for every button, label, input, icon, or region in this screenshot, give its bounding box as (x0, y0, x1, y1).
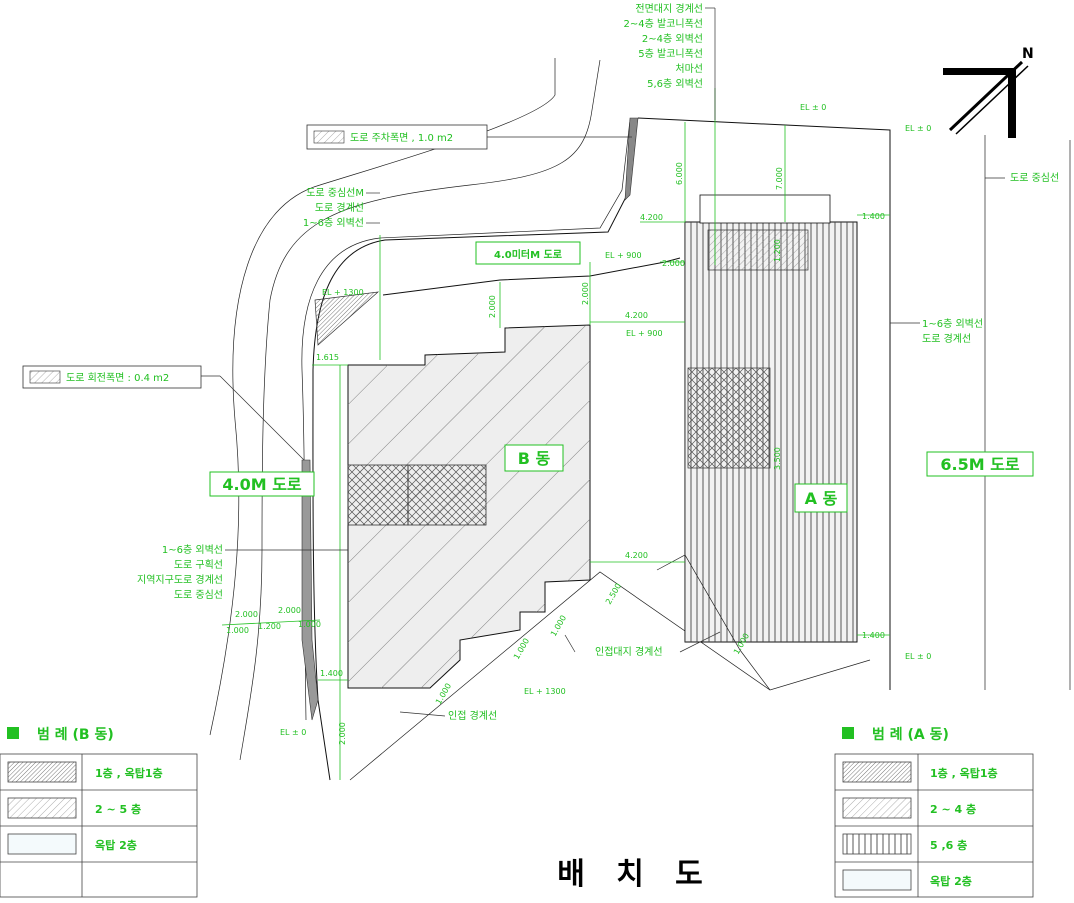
dim-text-11: 1.400 (320, 669, 343, 678)
road-area-callout-left: 도로 회전폭면 : 0.4 m2 (22, 365, 202, 389)
dim-text-10: 1.615 (316, 353, 339, 362)
dim-text-24: 1.000 (434, 682, 453, 706)
building-a-label: A 동 (805, 489, 838, 508)
dim-text-7: 1.000 (226, 626, 249, 635)
building-a (656, 194, 858, 691)
road-shaded-strip-top (624, 117, 639, 201)
road-4m-label: 4.0M 도로 (222, 475, 302, 494)
legend-b-row-2: 2 ~ 5 층 (95, 802, 141, 816)
north-label: N (1022, 46, 1034, 62)
upper-left-label-3: 1~6층 외벽선 (303, 217, 364, 229)
legend-b: 범 례 (B 동) 1층 , 옥탑1층 2 ~ 5 층 옥탑 2층 (0, 727, 198, 898)
upper-left-label-1: 도로 중심선M (306, 187, 364, 199)
legend-a-marker-icon (842, 727, 854, 739)
dim-text-8: 1.200 (258, 622, 281, 631)
legend-a-title: 범 례 (A 동) (872, 727, 949, 743)
left-label-1: 1~6층 외벽선 (162, 544, 223, 556)
dim-text-17: 7.000 (775, 167, 784, 190)
dim-text-2: 4.200 (625, 311, 648, 320)
road-area-callout-top-text: 도로 주차폭면 , 1.0 m2 (350, 132, 453, 144)
level-markers: EL ± 0 EL ± 0 EL + 900 EL + 900 EL + 130… (280, 103, 931, 737)
legend-b-row-1: 1층 , 옥탑1층 (95, 766, 163, 780)
building-b-label: B 동 (518, 449, 551, 468)
dim-text-15: 2.000 (488, 295, 497, 318)
right-labels: 도로 중심선 1~6층 외벽선 도로 경계선 (922, 172, 1059, 345)
dim-text-9: 1.000 (298, 620, 321, 629)
dim-text-23: 1.000 (512, 637, 531, 661)
dim-text-12: 1.400 (862, 631, 885, 640)
road-6-5m-label: 6.5M 도로 (940, 455, 1020, 474)
level-marker-5: EL + 1300 (322, 288, 364, 297)
left-labels: 1~6층 외벽선 도로 구획선 지역지구도로 경계선 도로 중심선 (137, 544, 223, 601)
dim-text-13: 2.000 (662, 259, 685, 268)
dim-text-19: 3.500 (773, 447, 782, 470)
top-label-stack: 전면대지 경계선 2~4층 발코니폭선 2~4층 외벽선 5층 발코니폭선 처마… (624, 2, 703, 90)
road-area-callout-top: 도로 주차폭면 , 1.0 m2 (306, 124, 488, 150)
legend-b-marker-icon (7, 727, 19, 739)
level-marker-3: EL + 900 (605, 251, 642, 260)
top-label-1: 전면대지 경계선 (635, 2, 703, 15)
drawing-title: 배 치 도 (557, 857, 702, 892)
level-marker-2: EL ± 0 (905, 124, 931, 133)
level-marker-1: EL ± 0 (800, 103, 826, 112)
dimension-texts: 1.400 4.200 4.200 4.200 2.000 2.000 1.00… (226, 162, 885, 745)
legend-a-row-3: 5 ,6 층 (930, 838, 967, 852)
dim-text-21: 2.500 (604, 582, 623, 606)
road-corner-cut (314, 291, 380, 346)
dim-text-3: 4.200 (625, 551, 648, 560)
level-marker-4: EL + 900 (626, 329, 663, 338)
dim-text-14: 6.000 (675, 162, 684, 185)
road-6-5m-label-box: 6.5M 도로 (926, 451, 1034, 477)
dim-text-16: 2.000 (581, 282, 590, 305)
legend-b-title: 범 례 (B 동) (37, 727, 114, 743)
right-label-3: 도로 경계선 (922, 332, 971, 345)
right-label-2: 1~6층 외벽선 (922, 318, 983, 330)
road-4m-top-label: 4.0미터M 도로 (494, 248, 562, 261)
level-marker-6: EL + 1300 (524, 687, 566, 696)
top-label-5: 처마선 (675, 63, 703, 75)
level-marker-7: EL ± 0 (280, 728, 306, 737)
building-b (347, 324, 591, 689)
legend-b-row-3: 옥탑 2층 (95, 838, 137, 852)
dim-text-20: 1.200 (773, 239, 782, 262)
leader-lines (200, 7, 1005, 717)
building-b-label-box: B 동 (504, 444, 564, 472)
upper-left-label-2: 도로 경계선 (315, 201, 364, 214)
road-4m-label-box: 4.0M 도로 (209, 471, 315, 497)
legend-a-row-4: 옥탑 2층 (930, 874, 972, 888)
top-label-4: 5층 발코니폭선 (638, 48, 703, 60)
upper-left-labels: 도로 중심선M 도로 경계선 1~6층 외벽선 (303, 187, 364, 229)
site-boundary-label: 인접대지 경계선 (595, 645, 663, 658)
dim-text-5: 2.000 (235, 610, 258, 619)
legend-a: 범 례 (A 동) 1층 , 옥탑1층 2 ~ 4 층 5 ,6 층 옥탑 2층 (834, 727, 1034, 898)
dim-text-4: 4.200 (640, 213, 663, 222)
left-label-4: 도로 중심선 (174, 589, 223, 601)
left-label-3: 지역지구도로 경계선 (137, 573, 223, 586)
legend-a-row-1: 1층 , 옥탑1층 (930, 766, 998, 780)
level-marker-8: EL ± 0 (905, 652, 931, 661)
road-4m-top-label-box: 4.0미터M 도로 (475, 241, 581, 265)
top-label-6: 5,6층 외벽선 (647, 78, 703, 90)
north-arrow-icon: N (943, 46, 1034, 138)
dim-text-18: 2.000 (338, 722, 347, 745)
dim-text-1: 1.400 (862, 212, 885, 221)
road-area-callout-left-text: 도로 회전폭면 : 0.4 m2 (66, 372, 169, 384)
legend-a-row-2: 2 ~ 4 층 (930, 802, 976, 816)
road-shaded-strip-left (301, 459, 319, 721)
left-label-2: 도로 구획선 (174, 559, 223, 571)
top-label-3: 2~4층 외벽선 (642, 33, 703, 45)
dimension-lines (221, 88, 890, 780)
dim-text-6: 2.000 (278, 606, 301, 615)
dim-text-22: 1.000 (549, 614, 568, 638)
top-label-2: 2~4층 발코니폭선 (624, 18, 703, 30)
adjacent-boundary-label: 인접 경계선 (448, 709, 497, 722)
building-a-label-box: A 동 (794, 483, 848, 513)
right-label-1: 도로 중심선 (1010, 172, 1059, 184)
